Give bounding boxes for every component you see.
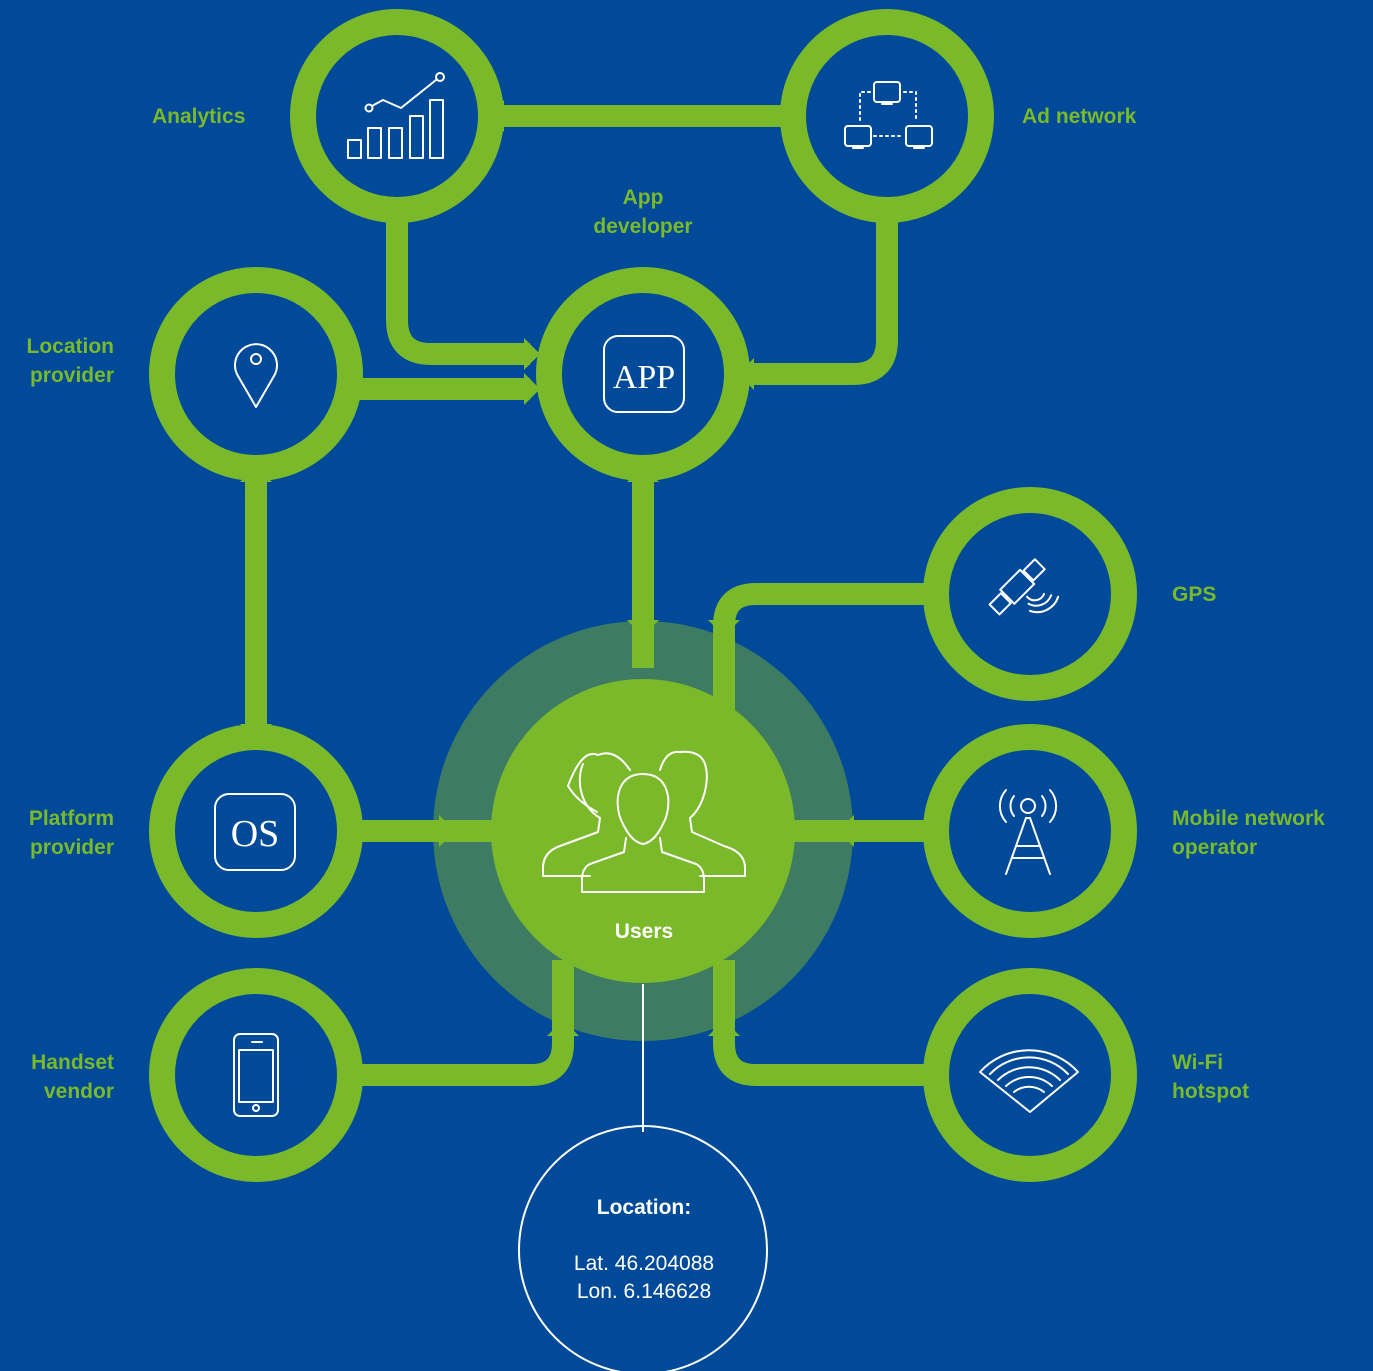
handset-vendor-node	[149, 968, 363, 1182]
wifi-icon	[979, 1049, 1079, 1113]
location-bubble	[518, 1125, 768, 1371]
analytics-node	[290, 9, 504, 223]
os-icon-text: OS	[231, 813, 280, 855]
app-developer-label: App developer	[593, 186, 693, 238]
mobile-network-node	[923, 724, 1137, 938]
app-developer-node	[536, 267, 750, 481]
users-label: Users	[614, 920, 674, 943]
location-lon: Lon. 6.146628	[576, 1280, 712, 1303]
bar-chart-icon	[347, 72, 445, 159]
connector-users-wifi	[713, 960, 934, 1086]
connector-users-handset	[352, 960, 574, 1086]
handset-vendor-label: Handset vendor	[31, 1051, 114, 1103]
users-core	[491, 679, 795, 983]
ad-network-node	[780, 9, 994, 223]
satellite-icon	[988, 558, 1060, 616]
network-icon	[844, 81, 933, 149]
cell-tower-icon	[998, 789, 1058, 875]
location-provider-node	[149, 267, 363, 481]
app-icon-text: APP	[613, 359, 675, 396]
wifi-hotspot-node	[923, 968, 1137, 1182]
map-pin-icon	[234, 343, 278, 408]
gps-node	[923, 487, 1137, 701]
users-group-icon	[542, 750, 746, 893]
ring-chevrons	[439, 338, 854, 1036]
location-lat: Lat. 46.204088	[573, 1252, 715, 1275]
location-provider-label: Location provider	[26, 335, 115, 387]
ad-network-label: Ad network	[1022, 105, 1137, 128]
app-icon	[603, 335, 685, 413]
mobile-network-operator-label: Mobile network operator	[1172, 807, 1325, 859]
location-title: Location:	[596, 1196, 692, 1219]
smartphone-icon	[233, 1033, 279, 1117]
connector-adnetwork-app	[745, 212, 898, 385]
os-icon	[214, 793, 296, 871]
gps-label: GPS	[1172, 583, 1217, 606]
connector-analytics-app	[386, 212, 530, 365]
platform-provider-label: Platform provider	[28, 807, 114, 859]
location-coordinates: Lat. 46.204088 Lon. 6.146628	[534, 1250, 754, 1306]
analytics-label: Analytics	[152, 105, 246, 128]
platform-provider-node	[149, 724, 363, 938]
wifi-hotspot-label: Wi-Fi hotspot	[1172, 1051, 1249, 1103]
